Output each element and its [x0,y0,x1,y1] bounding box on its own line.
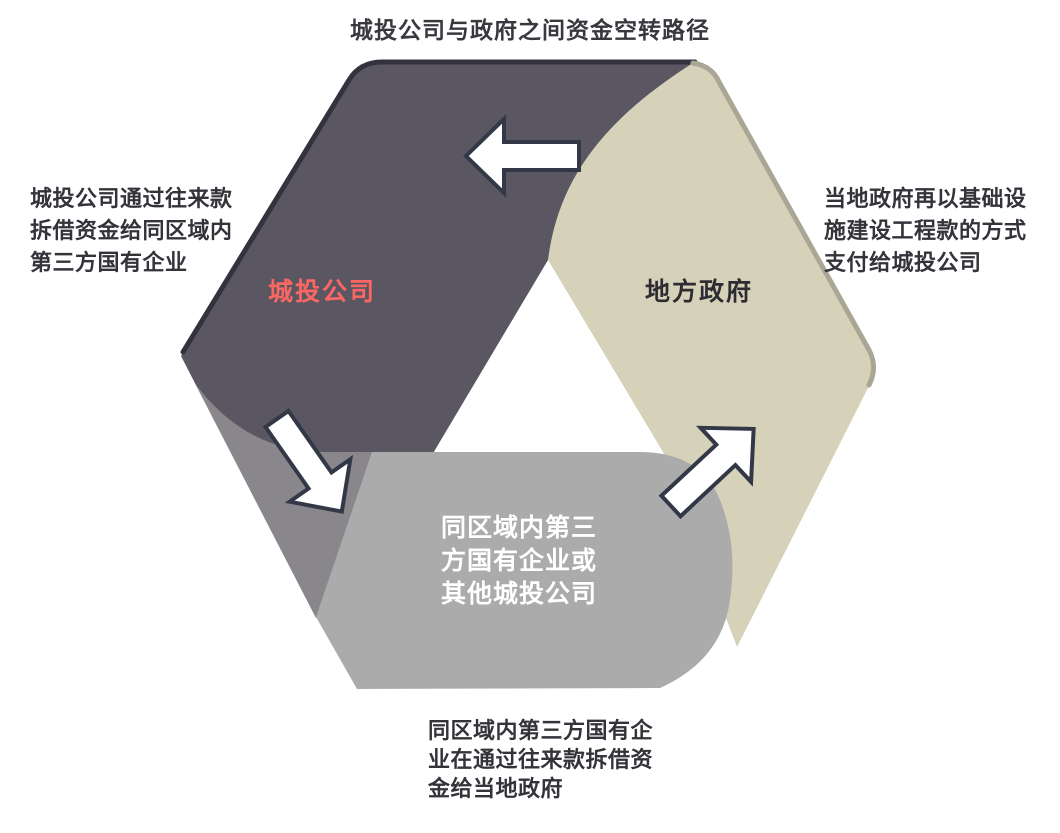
ribbon-third-party [316,452,733,689]
ribbon-chengtou-edge [180,59,698,355]
node-label-chengtou: 城投公司 [268,278,377,306]
ribbon-government [548,63,876,647]
annotation-line: 拆借资金给同区域内 [30,218,233,243]
node-label-third-party-line: 其他城投公司 [441,580,598,608]
ribbon-government-edge [690,60,876,388]
arrow-up-right-icon [658,425,756,520]
annotation-left: 城投公司通过往来款 拆借资金给同区域内 第三方国有企业 [30,183,233,279]
diagram-title: 城投公司与政府之间资金空转路径 [350,17,710,43]
node-label-third-party-line: 同区域内第三 [441,514,598,542]
arrow-left-icon [463,114,581,198]
annotation-line: 城投公司通过往来款 [30,186,233,211]
annotation-right: 当地政府再以基础设 施建设工程款的方式 支付给城投公司 [824,183,1027,279]
annotation-line: 业在通过往来款拆借资 [428,747,654,772]
annotation-line: 施建设工程款的方式 [824,218,1027,243]
arrow-down-right-icon [262,408,354,514]
annotation-line: 支付给城投公司 [824,250,982,275]
node-label-government: 地方政府 [645,278,754,306]
node-label-third-party: 同区域内第三 方国有企业或 其他城投公司 [441,512,597,611]
flow-arrows [262,114,756,520]
node-label-third-party-line: 方国有企业或 [441,547,598,575]
annotation-line: 第三方国有企业 [30,250,188,275]
annotation-bottom: 同区域内第三方国有企 业在通过往来款拆借资 金给当地政府 [428,716,653,803]
annotation-line: 当地政府再以基础设 [824,186,1027,211]
annotation-line: 金给当地政府 [428,776,564,801]
annotation-line: 同区域内第三方国有企 [428,718,654,743]
